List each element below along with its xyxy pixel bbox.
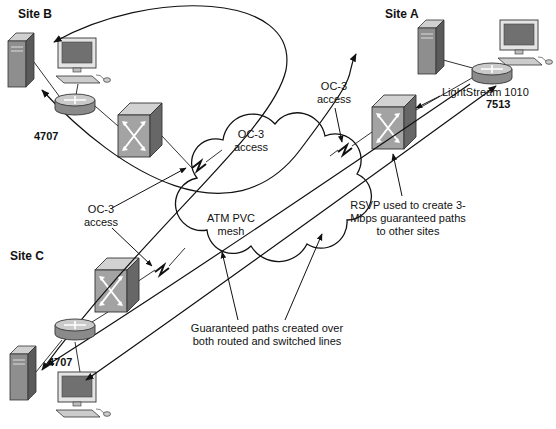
- link-label: OC-3 access: [72, 203, 130, 229]
- router-outline: [472, 62, 512, 86]
- router-node: 4707: [55, 93, 95, 117]
- site-label: Site B: [18, 8, 52, 21]
- guaranteed-path: [42, 6, 287, 370]
- atm-cloud: ATM PVC mesh: [175, 112, 367, 254]
- lan-wire: [95, 106, 118, 126]
- link-label: OC-3 access: [305, 80, 363, 106]
- oc3-bolt-c: [155, 265, 169, 275]
- server-site-b: [8, 33, 34, 87]
- router-node: 4707: [55, 318, 95, 342]
- leader-line: [285, 234, 322, 320]
- oc3-link: [169, 248, 185, 266]
- leader-line: [112, 228, 152, 266]
- router-outline: [55, 93, 95, 117]
- annotation-note: RSVP used to create 3-Mbps guaranteed pa…: [348, 199, 468, 238]
- oc3-link: [162, 136, 192, 168]
- guaranteed-path: [86, 86, 496, 380]
- server-site-c: [10, 346, 36, 400]
- oc3-link: [206, 150, 222, 162]
- switch-site-a: [372, 95, 416, 149]
- pc-site-c: [56, 372, 111, 417]
- pc-site-b: [56, 38, 111, 83]
- lan-wire: [76, 84, 78, 95]
- router-outline: [55, 318, 95, 342]
- link-label: OC-3 access: [222, 128, 280, 154]
- device-label: LightStream 1010: [442, 86, 529, 99]
- oc3-link: [330, 150, 338, 156]
- switch-site-b: [118, 103, 162, 157]
- device-number: 7513: [486, 98, 510, 111]
- pc-site-a: [498, 20, 553, 65]
- access-wiring: [34, 60, 505, 372]
- oc3-bolt-b: [192, 161, 206, 171]
- leader-line: [335, 108, 342, 142]
- oc3-bolt-a: [338, 145, 352, 155]
- router-symbol: [55, 94, 95, 115]
- cloud-outline: [176, 113, 372, 262]
- device-number: 4707: [48, 356, 72, 369]
- cloud-outline: [175, 112, 367, 254]
- guaranteed-paths: [42, 6, 496, 380]
- server-site-a: [418, 20, 444, 74]
- annotation-note: Guaranteed paths created over both route…: [186, 322, 348, 348]
- device-number: 4707: [34, 130, 58, 143]
- router-symbol: [472, 63, 512, 84]
- router-symbol: [55, 319, 95, 340]
- guaranteed-path: [46, 84, 470, 366]
- guaranteed-path: [42, 54, 356, 193]
- leader-line: [416, 96, 440, 108]
- leader-line: [393, 154, 402, 196]
- leader-line: [222, 252, 238, 320]
- oc3-link: [137, 270, 155, 282]
- switch-site-c: [95, 258, 139, 312]
- router-node: 7513: [472, 62, 512, 86]
- cloud-label: ATM PVC mesh: [203, 212, 259, 238]
- site-label: Site C: [10, 250, 44, 263]
- lan-wire: [92, 312, 108, 322]
- site-label: Site A: [385, 8, 419, 21]
